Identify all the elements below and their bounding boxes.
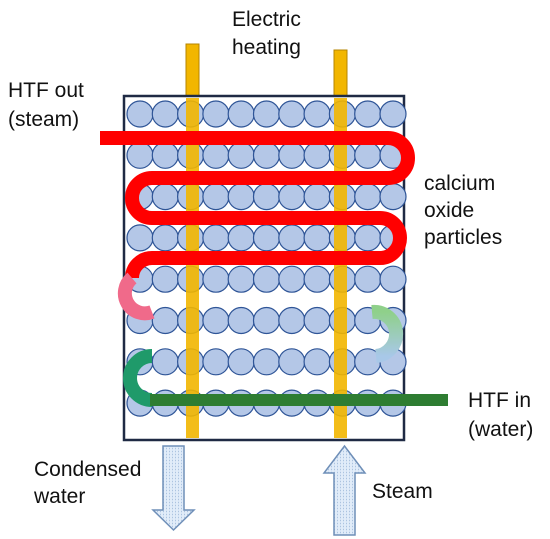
particle — [354, 265, 382, 293]
particle — [252, 141, 281, 169]
particle — [202, 141, 230, 169]
particle — [303, 100, 331, 128]
particle — [303, 265, 331, 293]
steam-arrow — [322, 444, 367, 536]
particle — [252, 224, 281, 252]
particle — [252, 265, 281, 293]
particle — [354, 224, 382, 252]
condensed-water-label-line2: water — [33, 485, 85, 508]
particle — [202, 100, 230, 128]
pipe-cooling-bend-right — [371, 304, 404, 363]
particle — [252, 100, 281, 128]
htf-out-label-line2: (steam) — [8, 108, 79, 131]
particle — [303, 183, 331, 211]
particle — [227, 183, 255, 211]
particle — [151, 183, 179, 211]
particle — [354, 183, 382, 211]
pipe-cooling-bend-left — [123, 349, 153, 407]
particle — [227, 100, 255, 128]
particle — [278, 224, 306, 252]
particle — [126, 100, 154, 128]
particle — [278, 100, 306, 128]
particle — [202, 265, 230, 293]
pipe-transition-bend — [117, 272, 155, 321]
particle — [202, 224, 230, 252]
particle — [303, 224, 331, 252]
particle — [278, 265, 306, 293]
particle — [151, 100, 179, 128]
particles-label-line1: calcium — [424, 172, 495, 195]
particle — [126, 141, 154, 169]
condensed-water-arrow — [151, 445, 196, 532]
particle — [278, 183, 306, 211]
condensed-water-label-line1: Condensed — [34, 458, 141, 481]
pipe-hot-section — [100, 131, 415, 279]
particle — [151, 265, 179, 293]
particles-label-line3: particles — [424, 226, 502, 249]
particle — [354, 100, 382, 128]
particle — [278, 141, 306, 169]
htf-in-label-line1: HTF in — [468, 389, 531, 412]
electric-heating-label-line1: Electric — [232, 8, 301, 31]
htf-out-label-line1: HTF out — [8, 79, 84, 102]
particle — [126, 224, 154, 252]
particle — [202, 183, 230, 211]
particle — [354, 141, 382, 169]
particle — [151, 141, 179, 169]
particle — [227, 141, 255, 169]
particle — [379, 183, 407, 211]
particles-label-line2: oxide — [424, 199, 474, 222]
heat-transfer-pipe — [100, 131, 448, 407]
particle — [303, 141, 331, 169]
particle — [227, 224, 255, 252]
electric-heating-label-line2: heating — [232, 36, 301, 59]
htf-in-label-line2: (water) — [468, 418, 533, 441]
particle — [379, 265, 407, 293]
particle — [151, 224, 179, 252]
particle — [379, 100, 407, 128]
particle — [227, 265, 255, 293]
particle — [252, 183, 281, 211]
steam-label: Steam — [372, 480, 433, 503]
